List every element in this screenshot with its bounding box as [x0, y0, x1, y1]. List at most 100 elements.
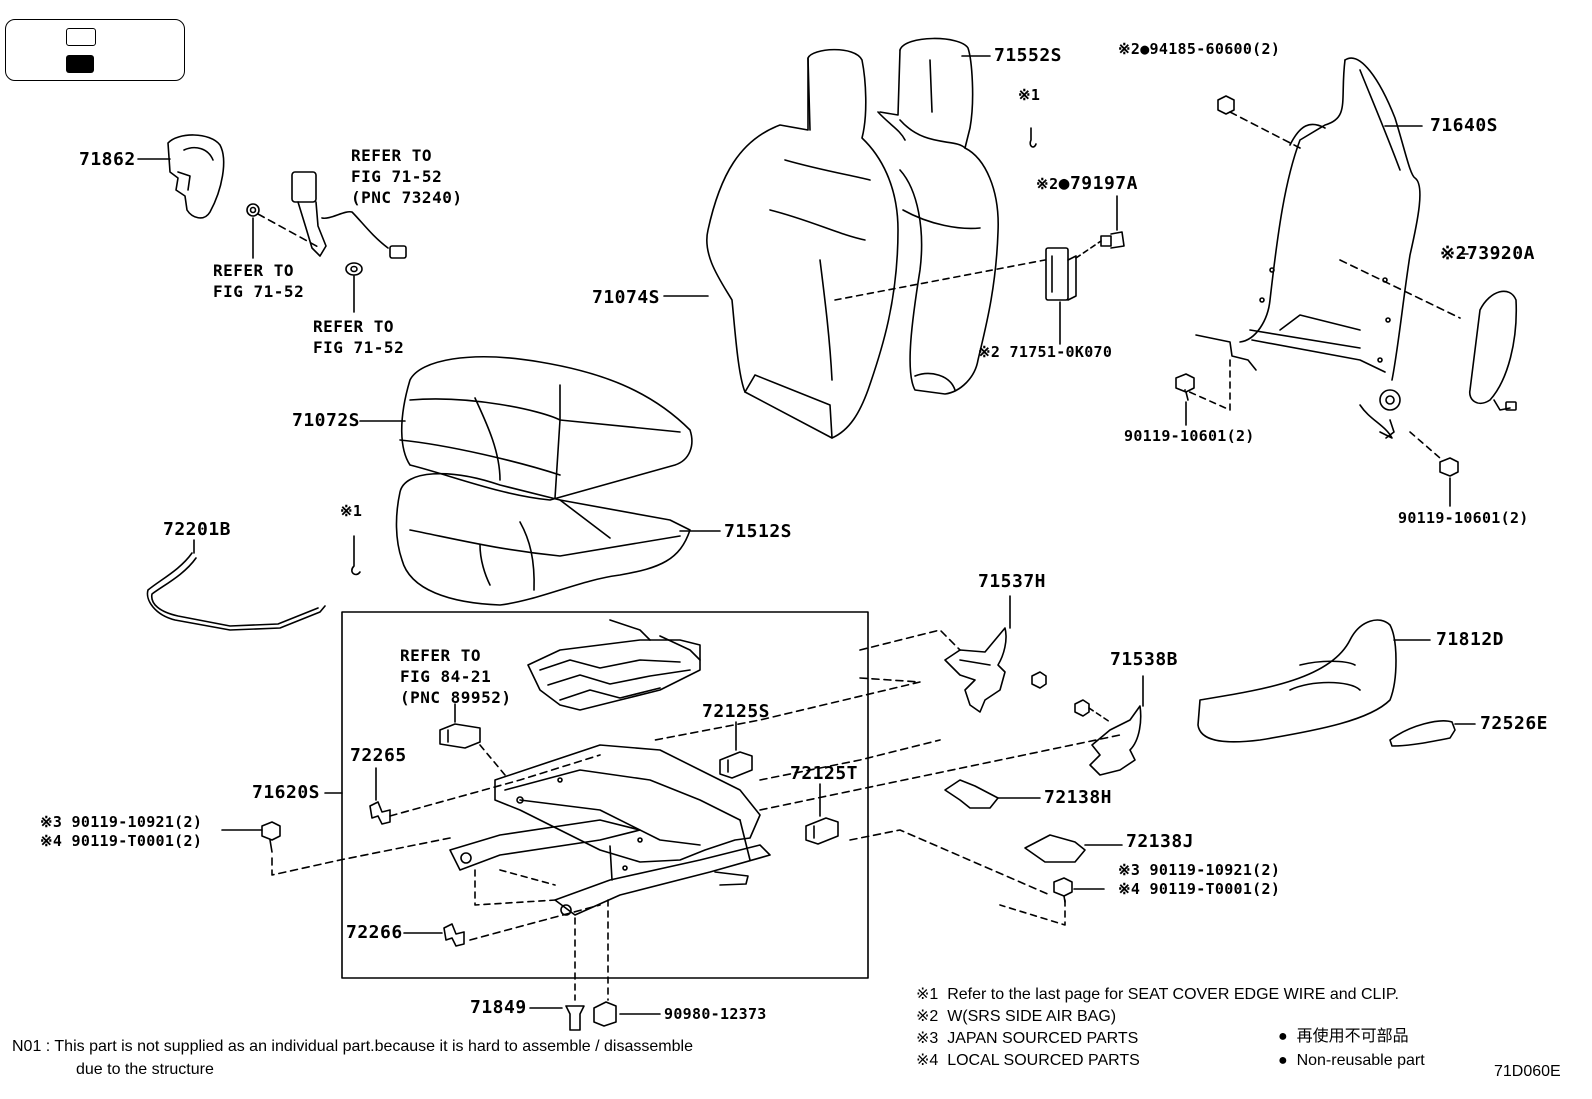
bolt-right-drawing	[1053, 877, 1073, 903]
black-square-icon	[66, 55, 94, 73]
refer-line: (PNC 89952)	[400, 688, 512, 707]
footnote-4: ※4 LOCAL SOURCED PARTS	[916, 1050, 1140, 1072]
footnote-4-text: LOCAL SOURCED PARTS	[947, 1052, 1140, 1069]
refer-line: FIG 84-21	[400, 667, 492, 686]
part-90119-T0001-left-number: 90119-T0001(2)	[71, 832, 203, 850]
bracket-72138J-drawing	[1024, 834, 1086, 863]
mark-2: ※2	[916, 1008, 939, 1025]
part-72266-label: 72266	[346, 922, 403, 943]
part-90119-10921-left-number: 90119-10921(2)	[71, 813, 203, 831]
mark-4: ※4	[1118, 880, 1141, 898]
part-94185-label: ※2●94185-60600(2)	[1118, 40, 1280, 59]
part-73920A-number: 73920A	[1466, 243, 1535, 264]
seat-back-front-drawing	[706, 48, 899, 439]
part-71072S-label: 71072S	[292, 410, 361, 431]
part-90980-label: 90980-12373	[664, 1005, 767, 1023]
footnote-3: ※3 JAPAN SOURCED PARTS	[916, 1028, 1138, 1050]
refer-fig-71-52-right: REFER TO FIG 71-52	[313, 316, 404, 358]
diagram-code: 71D060E	[1494, 1063, 1561, 1080]
non-reusable-dot-icon: ●	[1278, 1028, 1288, 1045]
clip-72265-drawing	[369, 801, 391, 825]
footnote-1-text: Refer to the last page for SEAT COVER ED…	[947, 986, 1399, 1003]
seat-belt-buckle-drawing	[246, 171, 407, 276]
part-71812D-label: 71812D	[1436, 629, 1505, 650]
seat-back-rear-drawing	[877, 37, 999, 395]
part-73920A-label: ※273920A	[1440, 244, 1535, 264]
part-72201B-label: 72201B	[163, 519, 232, 540]
part-71751-label: ※2 71751-0K070	[978, 343, 1112, 362]
edge-wire-drawing	[146, 552, 326, 631]
seat-cushion-cover-drawing	[399, 356, 693, 501]
part-71751-number: 71751-0K070	[1009, 343, 1113, 361]
part-71538B-label: 71538B	[1110, 649, 1179, 670]
refer-line: REFER TO	[313, 317, 395, 336]
mark-1: ※1	[916, 986, 939, 1003]
part-72138H-label: 72138H	[1044, 787, 1113, 808]
part-90119-T0001-right-label: ※4 90119-T0001(2)	[1118, 880, 1280, 899]
part-71862-label: 71862	[79, 149, 136, 170]
part-72265-label: 72265	[350, 745, 407, 766]
non-reusable-dot-icon: ●	[1140, 40, 1150, 58]
part-72125T-label: 72125T	[790, 763, 859, 784]
part-94185-number: 94185-60600(2)	[1149, 40, 1281, 58]
side-cover-71812D-drawing	[1197, 619, 1397, 743]
mark-3: ※3	[40, 813, 63, 831]
part-71537H-label: 71537H	[978, 571, 1047, 592]
non-reusable-dot-icon: ●	[1278, 1052, 1288, 1069]
refer-line: REFER TO	[400, 646, 482, 665]
footnote-2-text: W(SRS SIDE AIR BAG)	[947, 1008, 1117, 1025]
mark-1-top: ※1	[1018, 86, 1041, 104]
part-90119-10921-left-label: ※3 90119-10921(2)	[40, 813, 202, 832]
part-72125S-label: 72125S	[702, 701, 771, 722]
non-reusable-jp: ● 再使用不可部品	[1278, 1026, 1409, 1048]
mark-2: ※2	[1036, 175, 1059, 193]
non-reusable-en: ● Non-reusable part	[1278, 1050, 1425, 1072]
refer-line: REFER TO	[213, 261, 295, 280]
part-90119-10601-a-label: 90119-10601(2)	[1124, 427, 1255, 445]
mark-2: ※2	[1118, 40, 1141, 58]
bracket-71751-drawing	[1045, 231, 1125, 301]
clip-71849-drawing	[565, 1005, 585, 1031]
part-90119-10921-right-label: ※3 90119-10921(2)	[1118, 861, 1280, 880]
mark-2: ※2	[978, 343, 1001, 361]
white-square-icon	[66, 28, 96, 46]
nut-94185-drawing	[1217, 95, 1235, 115]
bolt-90119-10601-a-drawing	[1175, 373, 1195, 401]
footnote-2: ※2 W(SRS SIDE AIR BAG)	[916, 1006, 1116, 1028]
note-n01-line1: N01 : This part is not supplied as an in…	[12, 1038, 693, 1055]
bolt-left-drawing	[261, 821, 281, 853]
mark-3: ※3	[1118, 861, 1141, 879]
legend-box	[5, 19, 185, 81]
mark-4: ※4	[916, 1052, 939, 1069]
note-n01-line2: due to the structure	[76, 1061, 214, 1078]
part-71074S-label: 71074S	[592, 287, 661, 308]
footnote-3-text: JAPAN SOURCED PARTS	[947, 1030, 1139, 1047]
part-72526E-label: 72526E	[1480, 713, 1549, 734]
bolt-90119-10601-b-drawing	[1439, 457, 1459, 477]
non-reusable-jp-text: 再使用不可部品	[1296, 1028, 1409, 1045]
seat-adjuster-frame-drawing	[449, 744, 771, 916]
refer-line: (PNC 73240)	[351, 188, 463, 207]
non-reusable-en-text: Non-reusable part	[1296, 1052, 1425, 1069]
seat-adjuster-box	[341, 611, 869, 979]
mark-1-middle: ※1	[340, 502, 363, 520]
refer-line: FIG 71-52	[213, 282, 305, 301]
mark-3: ※3	[916, 1030, 939, 1047]
part-71552S-label: 71552S	[994, 45, 1063, 66]
part-90119-T0001-right-number: 90119-T0001(2)	[1149, 880, 1281, 898]
side-airbag-drawing	[1468, 290, 1518, 411]
part-71640S-label: 71640S	[1430, 115, 1499, 136]
part-90119-10601-b-label: 90119-10601(2)	[1398, 509, 1529, 527]
non-reusable-dot-icon: ●	[1058, 173, 1070, 194]
refer-line: REFER TO	[351, 146, 433, 165]
part-90119-10921-right-number: 90119-10921(2)	[1149, 861, 1281, 879]
cap-72526E-drawing	[1389, 720, 1456, 747]
seat-cushion-pad-drawing	[395, 472, 691, 606]
clip-72125S-drawing	[719, 751, 753, 779]
part-79197A-label: ※2●79197A	[1036, 174, 1138, 194]
mark-4: ※4	[40, 832, 63, 850]
bracket-71537H-drawing	[944, 627, 1047, 713]
refer-fig-71-52-buckle: REFER TO FIG 71-52 (PNC 73240)	[351, 145, 462, 208]
refer-fig-84-21: REFER TO FIG 84-21 (PNC 89952)	[400, 645, 511, 708]
